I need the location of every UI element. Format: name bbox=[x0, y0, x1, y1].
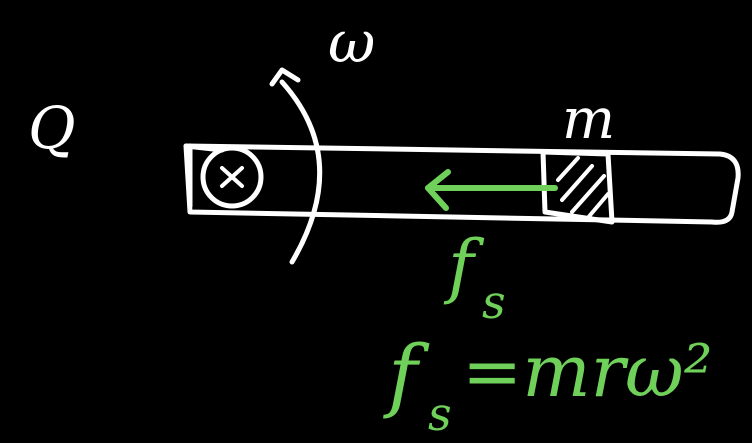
equation-lhs: f bbox=[383, 328, 430, 421]
rod bbox=[183, 143, 741, 225]
omega-label: ω bbox=[328, 8, 375, 76]
force-subscript: s bbox=[482, 275, 506, 329]
equation-lhs-subscript: s bbox=[428, 387, 452, 441]
pivot-bracket bbox=[183, 143, 225, 209]
curved-arrow-icon bbox=[269, 67, 323, 265]
mass-block bbox=[540, 149, 615, 225]
cross-in-circle-icon bbox=[200, 145, 264, 209]
question-label: Q bbox=[28, 94, 76, 162]
force-label: f bbox=[443, 225, 485, 307]
equation-rhs: =mrω² bbox=[462, 329, 713, 413]
mass-label: m bbox=[562, 87, 615, 152]
left-arrow-icon bbox=[425, 169, 558, 211]
